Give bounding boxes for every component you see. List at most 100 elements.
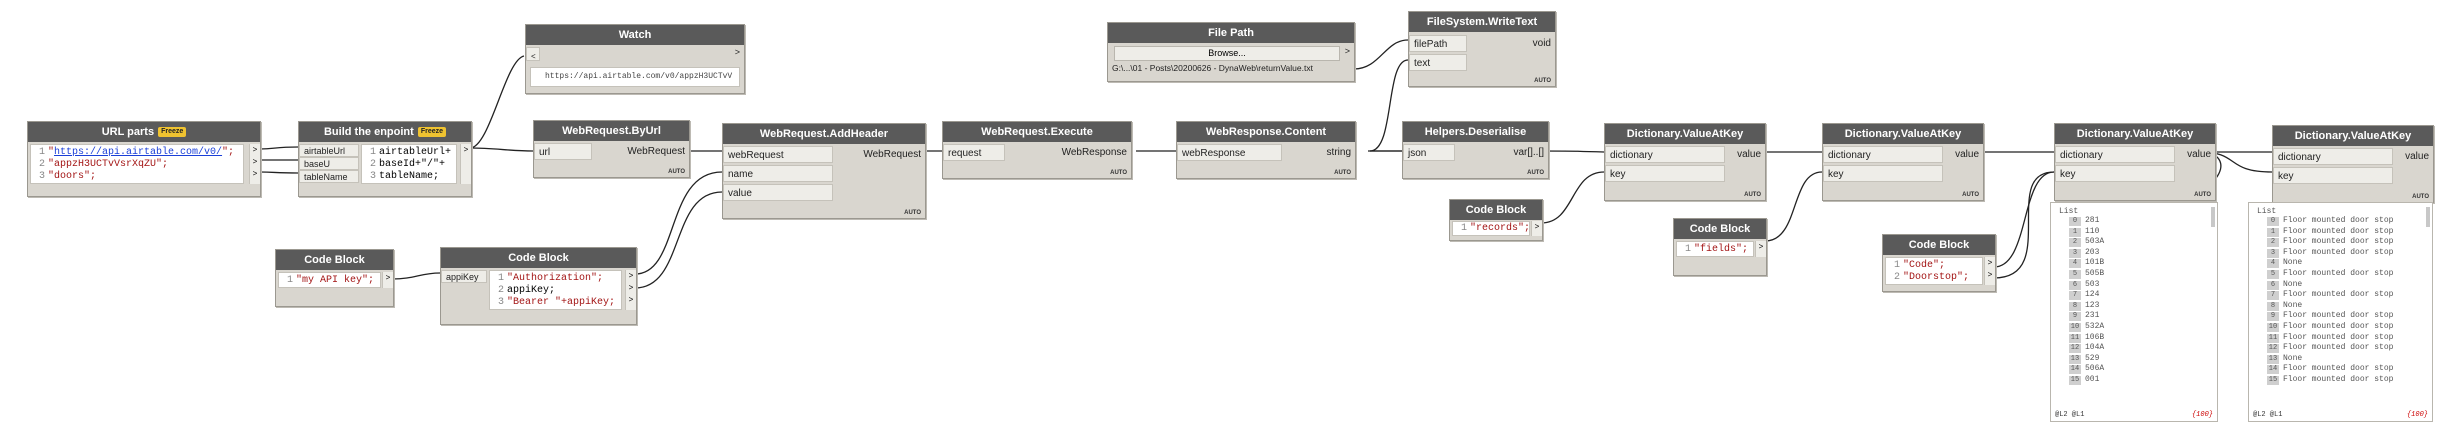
input-port-name[interactable]: name: [723, 165, 833, 182]
dictionary-value-at-key-node-3[interactable]: Dictionary.ValueAtKey dictionary key val…: [2054, 123, 2216, 201]
dictionary-value-at-key-node-4[interactable]: Dictionary.ValueAtKey dictionary key val…: [2272, 125, 2434, 203]
list-index: 15: [2069, 375, 2081, 385]
output-ports[interactable]: >>: [1984, 257, 1995, 285]
input-port-url[interactable]: url: [534, 143, 592, 160]
input-port-value[interactable]: value: [723, 184, 833, 201]
file-path-node[interactable]: File Path Browse... > G:\...\01 - Posts\…: [1107, 22, 1355, 82]
output-ports[interactable]: >: [460, 144, 471, 184]
input-port-json[interactable]: json: [1403, 144, 1455, 161]
add-header-node[interactable]: WebRequest.AddHeader webRequest name val…: [722, 123, 926, 219]
list-item-value: Floor mounted door stop: [2283, 237, 2394, 247]
output-port-var[interactable]: var[]..[]: [1513, 147, 1544, 158]
input-port-request[interactable]: request: [943, 144, 1005, 161]
watch-value: https://api.airtable.com/v0/appzH3UCTvV: [530, 67, 740, 87]
input-port-text[interactable]: text: [1409, 54, 1467, 71]
input-port-key[interactable]: key: [2055, 165, 2175, 182]
deserialise-node[interactable]: Helpers.Deserialise json var[]..[] AUTO: [1402, 121, 1549, 179]
write-text-node[interactable]: FileSystem.WriteText filePath text void …: [1408, 11, 1556, 87]
scrollbar[interactable]: [2211, 207, 2215, 227]
list-index: 8: [2267, 301, 2279, 311]
output-port-void[interactable]: void: [1532, 38, 1551, 49]
list-item-value: Floor mounted door stop: [2283, 374, 2394, 384]
output-ports[interactable]: >>>: [249, 144, 260, 184]
lacing-label: AUTO: [904, 210, 921, 216]
code-editor[interactable]: 1"my API key";: [278, 272, 381, 288]
lacing-label: AUTO: [1962, 192, 1979, 198]
output-port-value[interactable]: value: [2405, 151, 2429, 162]
input-port-base[interactable]: baseU: [299, 157, 359, 170]
input-port-dictionary[interactable]: dictionary: [2055, 146, 2175, 163]
code-editor[interactable]: 1"records";: [1452, 221, 1530, 236]
output-port[interactable]: >: [1344, 46, 1350, 56]
browse-button[interactable]: Browse...: [1114, 46, 1340, 61]
list-index: 2: [2069, 238, 2081, 248]
output-port-value[interactable]: value: [2187, 149, 2211, 160]
output-port-value[interactable]: value: [1955, 149, 1979, 160]
code-line: 1"https://api.airtable.com/v0/";: [38, 147, 235, 158]
by-url-node[interactable]: WebRequest.ByUrl url WebRequest AUTO: [533, 120, 690, 178]
output-ports[interactable]: >>>: [625, 270, 636, 310]
dictionary-value-at-key-node-2[interactable]: Dictionary.ValueAtKey dictionary key val…: [1822, 123, 1984, 201]
code-editor[interactable]: 1"fields";: [1676, 241, 1754, 257]
code-block-records-node[interactable]: Code Block 1"records"; >: [1449, 199, 1543, 241]
url-link[interactable]: https://api.airtable.com/v0/: [54, 147, 223, 158]
node-title: Build the enpoint: [323, 126, 414, 138]
list-index: 7: [2267, 291, 2279, 301]
input-port-appi-key[interactable]: appiKey: [441, 270, 487, 283]
list-item-value: 506A: [2085, 364, 2105, 374]
freeze-badge: Freeze: [158, 127, 187, 138]
code-editor[interactable]: 1"https://api.airtable.com/v0/"; 2"appzH…: [30, 144, 244, 184]
input-port-dictionary[interactable]: dictionary: [1823, 146, 1943, 163]
node-header: Dictionary.ValueAtKey: [1823, 124, 1983, 144]
input-port-table-name[interactable]: tableName: [299, 170, 359, 183]
code-block-fields-node[interactable]: Code Block 1"fields"; >: [1673, 218, 1767, 276]
list-index: 2: [2267, 238, 2279, 248]
input-port-dictionary[interactable]: dictionary: [1605, 146, 1725, 163]
code-editor[interactable]: 1"Code"; 2"Doorstop";: [1885, 257, 1983, 285]
input-port-key[interactable]: key: [1823, 165, 1943, 182]
wire: [634, 171, 723, 275]
output-port-web-request[interactable]: WebRequest: [863, 149, 921, 160]
list-item-value: None: [2283, 300, 2303, 310]
output-ports[interactable]: >: [1531, 221, 1542, 236]
list-index: 1: [2069, 227, 2081, 237]
output-port-web-response[interactable]: WebResponse: [1061, 147, 1127, 158]
input-port-dictionary[interactable]: dictionary: [2273, 148, 2393, 165]
execute-node[interactable]: WebRequest.Execute request WebResponse A…: [942, 121, 1132, 179]
input-port-web-response[interactable]: webResponse: [1177, 144, 1282, 161]
content-node[interactable]: WebResponse.Content webResponse string A…: [1176, 121, 1356, 179]
input-port-file-path[interactable]: filePath: [1409, 35, 1467, 52]
input-port[interactable]: <: [526, 47, 540, 61]
output-port-value[interactable]: value: [1737, 149, 1761, 160]
watch-node[interactable]: Watch < > https://api.airtable.com/v0/ap…: [525, 24, 745, 94]
code-block-code-doorstop-node[interactable]: Code Block 1"Code"; 2"Doorstop"; >>: [1882, 234, 1996, 292]
output-port[interactable]: >: [734, 47, 740, 57]
output-port-string[interactable]: string: [1326, 147, 1351, 158]
dictionary-value-at-key-node-1[interactable]: Dictionary.ValueAtKey dictionary key val…: [1604, 123, 1766, 201]
input-port-key[interactable]: key: [2273, 167, 2393, 184]
input-port-key[interactable]: key: [1605, 165, 1725, 182]
input-port-web-request[interactable]: webRequest: [723, 146, 833, 163]
code-block-api-key-node[interactable]: Code Block 1"my API key"; >: [275, 249, 394, 307]
output-ports[interactable]: >: [1755, 241, 1766, 257]
input-port-airtable-url[interactable]: airtableUrl: [299, 144, 359, 157]
scrollbar[interactable]: [2426, 207, 2430, 227]
file-path-value: G:\...\01 - Posts\20200626 - DynaWeb\ret…: [1112, 63, 1313, 73]
output-ports[interactable]: >: [382, 272, 393, 288]
output-port-web-request[interactable]: WebRequest: [627, 146, 685, 157]
